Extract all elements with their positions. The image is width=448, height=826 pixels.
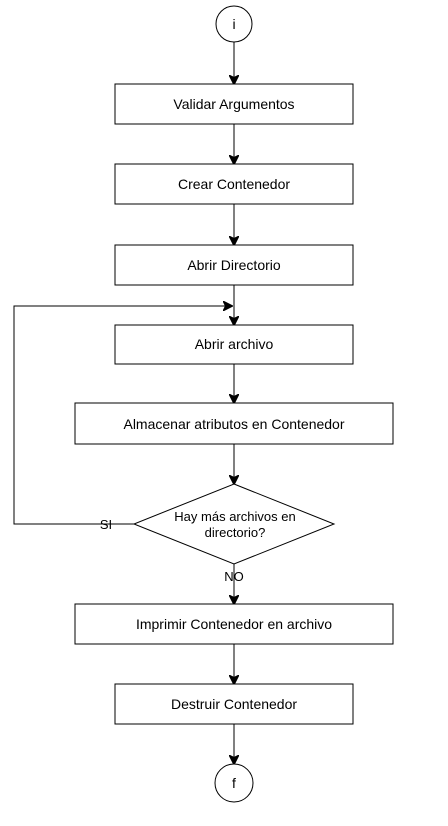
step-almacenar: Almacenar atributos en Contenedor xyxy=(74,402,394,445)
step-destruir-box xyxy=(114,683,354,725)
decision-label-line1: Hay más archivos en xyxy=(174,509,295,524)
step-crear-box xyxy=(114,163,354,205)
end-node: f xyxy=(214,763,254,803)
step-imprimir: Imprimir Contenedor en archivo xyxy=(74,603,394,645)
step-abrir-archivo-box xyxy=(114,324,354,365)
yes-branch-label: SI xyxy=(100,517,112,532)
decision-node: Hay más archivos en directorio? xyxy=(132,483,336,565)
step-crear: Crear Contenedor xyxy=(114,163,354,205)
step-validar-box xyxy=(114,83,354,125)
step-abrir-directorio-box xyxy=(114,244,354,286)
step-abrir-directorio-label: Abrir Directorio xyxy=(187,257,281,273)
edge-decision-yes-loop xyxy=(13,306,232,525)
decision-diamond xyxy=(132,483,336,565)
step-validar-label: Validar Argumentos xyxy=(173,96,294,112)
step-imprimir-label: Imprimir Contenedor en archivo xyxy=(136,616,332,632)
no-branch-label: NO xyxy=(224,569,244,584)
decision-label-line2: directorio? xyxy=(205,525,266,540)
step-almacenar-box xyxy=(74,402,394,445)
step-abrir-directorio: Abrir Directorio xyxy=(114,244,354,286)
connectors xyxy=(13,42,234,764)
step-abrir-archivo-label: Abrir archivo xyxy=(195,336,274,352)
step-validar: Validar Argumentos xyxy=(114,83,354,125)
start-node: i xyxy=(215,5,253,43)
start-label: i xyxy=(232,16,235,32)
end-circle xyxy=(214,763,254,803)
step-imprimir-box xyxy=(74,603,394,645)
start-circle xyxy=(215,5,253,43)
step-destruir-label: Destruir Contenedor xyxy=(171,696,297,712)
step-crear-label: Crear Contenedor xyxy=(178,176,290,192)
step-almacenar-label: Almacenar atributos en Contenedor xyxy=(123,416,344,432)
step-abrir-archivo: Abrir archivo xyxy=(114,324,354,365)
end-label: f xyxy=(232,775,236,791)
step-destruir: Destruir Contenedor xyxy=(114,683,354,725)
